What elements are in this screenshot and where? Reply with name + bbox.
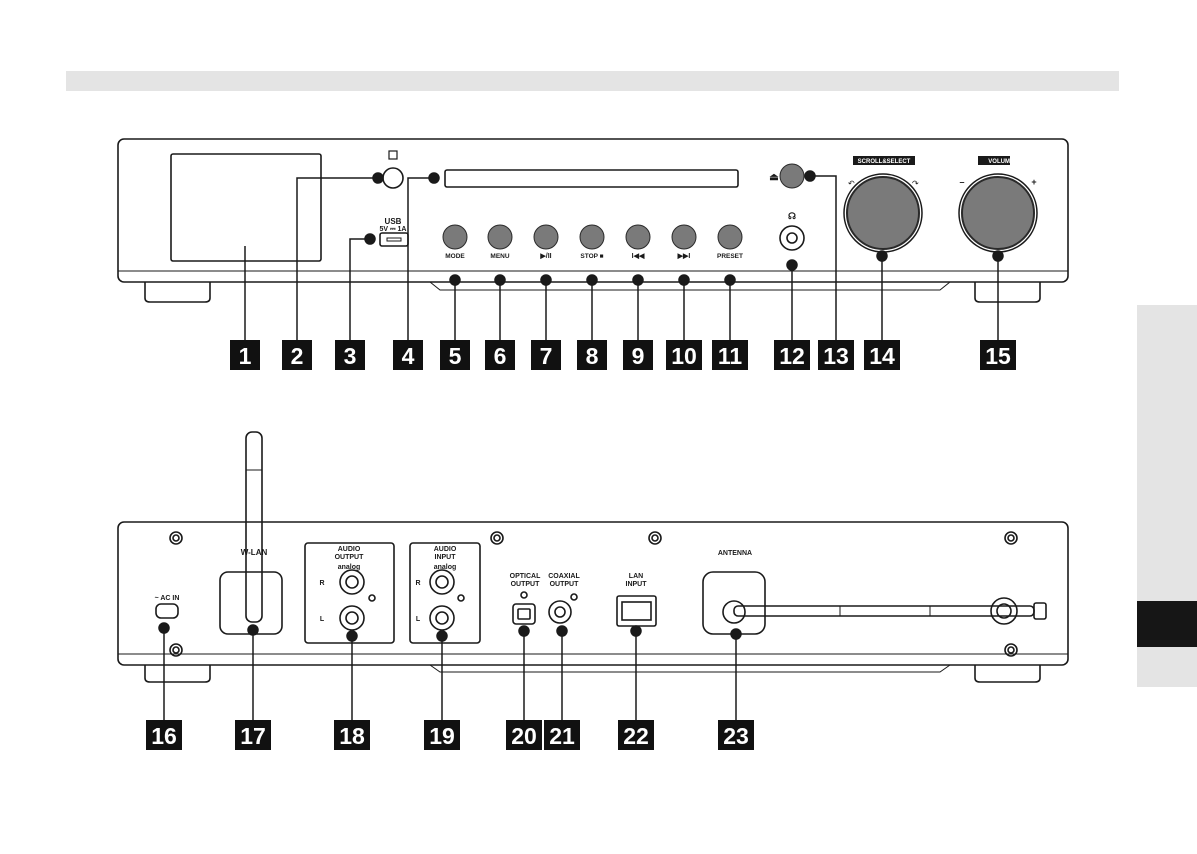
r-label-in: R xyxy=(415,580,420,587)
callout-number-13: 13 xyxy=(823,343,849,369)
callout-number-9: 9 xyxy=(632,343,645,369)
callout-number-20: 20 xyxy=(511,723,537,749)
side-tab-light-2 xyxy=(1137,647,1197,687)
l-label-out: L xyxy=(320,616,325,623)
callout-number-5: 5 xyxy=(449,343,462,369)
ac-in-label: ~ AC IN xyxy=(155,595,180,602)
callout-number-16: 16 xyxy=(151,723,177,749)
prev-label: I◀◀ xyxy=(632,253,645,260)
callout-number-8: 8 xyxy=(586,343,599,369)
headphone-jack xyxy=(780,226,804,250)
callout-number-14: 14 xyxy=(869,343,895,369)
cd-slot xyxy=(445,170,738,187)
audio-output-sub-label: analog xyxy=(338,564,361,571)
ir-sensor xyxy=(389,151,397,159)
mode-label: MODE xyxy=(445,253,465,260)
sensor-button xyxy=(383,168,403,188)
callout-number-15: 15 xyxy=(985,343,1011,369)
callout-number-7: 7 xyxy=(540,343,553,369)
menu-button xyxy=(488,225,512,249)
callout-number-12: 12 xyxy=(779,343,805,369)
rear-panel xyxy=(118,432,1068,682)
callout-number-3: 3 xyxy=(344,343,357,369)
eject-label: ⏏ xyxy=(769,172,779,183)
scroll-select-knob xyxy=(847,177,919,249)
side-tab-light-1 xyxy=(1137,305,1197,601)
header-bar xyxy=(66,71,1119,91)
ac-in-socket xyxy=(156,604,178,618)
scroll-select-label: SCROLL&SELECT xyxy=(858,159,911,165)
next-button xyxy=(672,225,696,249)
play-pause-label: ▶/II xyxy=(539,253,551,260)
front-labels: USB 5V ⎓ 1A MODE MENU ▶/II STOP ■ I◀◀ ▶▶… xyxy=(380,172,1037,260)
prev-button xyxy=(626,225,650,249)
display-screen xyxy=(171,154,321,261)
vol-minus-label: – xyxy=(959,177,964,187)
l-label-in: L xyxy=(416,616,421,623)
callout-number-2: 2 xyxy=(291,343,304,369)
fm-antenna-mount xyxy=(703,572,765,634)
menu-label: MENU xyxy=(490,253,509,260)
callout-number-21: 21 xyxy=(549,723,575,749)
callout-number-17: 17 xyxy=(240,723,266,749)
wlan-antenna xyxy=(246,432,262,622)
callout-number-22: 22 xyxy=(623,723,649,749)
vol-plus-label: + xyxy=(1031,177,1036,187)
callout-number-6: 6 xyxy=(494,343,507,369)
coaxial-output-port xyxy=(549,601,571,623)
callout-number-18: 18 xyxy=(339,723,365,749)
callout-number-10: 10 xyxy=(671,343,697,369)
callout-number-4: 4 xyxy=(402,343,415,369)
callout-number-23: 23 xyxy=(723,723,749,749)
volume-knob xyxy=(962,177,1034,249)
usb-rating-label: 5V ⎓ 1A xyxy=(380,226,407,233)
callout-number-11: 11 xyxy=(718,343,743,369)
audio-input-sub-label: analog xyxy=(434,564,457,571)
usb-port xyxy=(380,233,408,246)
headphone-label: ☊ xyxy=(788,211,796,221)
preset-button xyxy=(718,225,742,249)
optical-output-port xyxy=(513,604,535,624)
antenna-label: ANTENNA xyxy=(718,550,752,557)
play-pause-button xyxy=(534,225,558,249)
eject-button xyxy=(780,164,804,188)
callout-number-1: 1 xyxy=(239,343,252,369)
fm-antenna-rod xyxy=(734,606,1034,616)
preset-label: PRESET xyxy=(717,253,743,260)
mode-button xyxy=(443,225,467,249)
scroll-right-arrow: ↷ xyxy=(912,179,919,188)
r-label-out: R xyxy=(319,580,324,587)
rear-callout-badges: 16 17 18 19 20 21 22 23 xyxy=(146,720,754,750)
lan-input-port xyxy=(617,596,656,626)
wlan-label: W-LAN xyxy=(241,548,268,557)
volume-label: VOLUME / ⏻ xyxy=(988,158,1024,165)
callout-number-19: 19 xyxy=(429,723,455,749)
stop-label: STOP ■ xyxy=(580,253,603,260)
stop-button xyxy=(580,225,604,249)
usb-label: USB xyxy=(385,217,402,226)
side-tab-dark xyxy=(1137,601,1197,647)
scroll-left-arrow: ↶ xyxy=(848,179,855,188)
next-label: ▶▶I xyxy=(677,253,691,260)
